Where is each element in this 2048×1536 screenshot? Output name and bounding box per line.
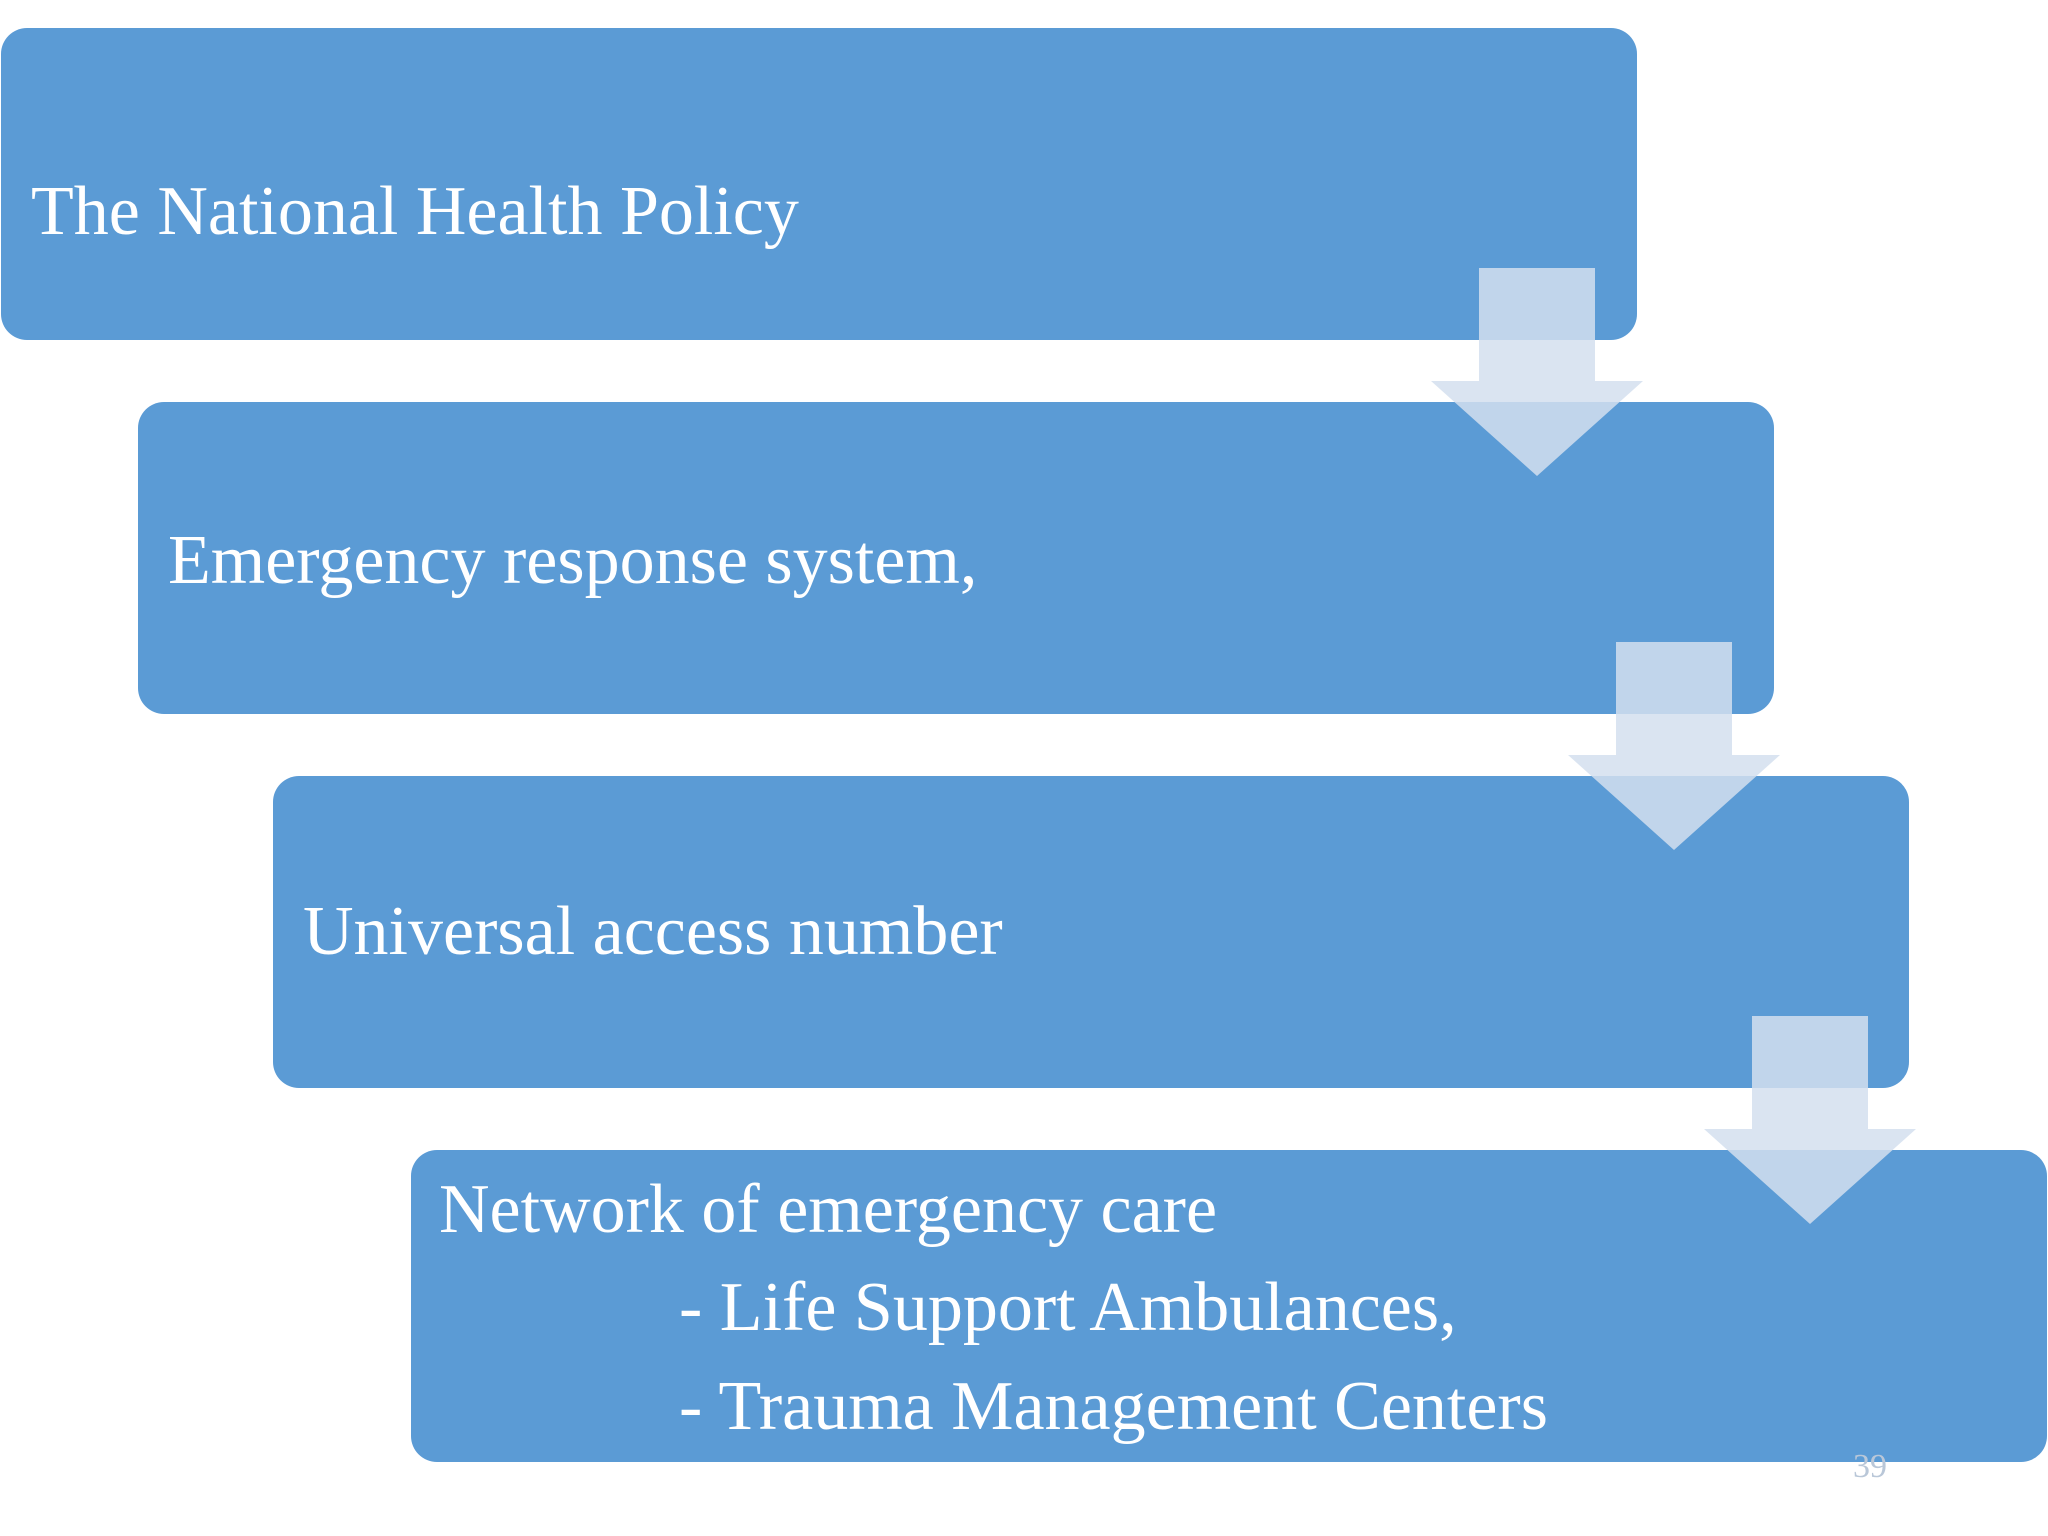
down-arrow-icon — [1568, 642, 1780, 850]
step-1-label: The National Health Policy — [31, 173, 799, 250]
step-3-box: Universal access number — [273, 776, 1909, 1088]
step-4-label: Network of emergency care — [439, 1171, 1218, 1248]
step-4-item-1: - Life Support Ambulances, — [679, 1269, 1457, 1346]
step-4-box: Network of emergency care - Life Support… — [411, 1150, 2047, 1462]
down-arrow-icon — [1704, 1016, 1916, 1224]
step-2-box: Emergency response system, — [138, 402, 1774, 714]
step-4-item-2: - Trauma Management Centers — [679, 1368, 1548, 1445]
step-1-box: The National Health Policy — [1, 28, 1637, 340]
step-3-label: Universal access number — [303, 893, 1003, 970]
step-2-label: Emergency response system, — [168, 522, 978, 599]
down-arrow-icon — [1431, 268, 1643, 476]
page-number: 39 — [1853, 1448, 1887, 1485]
